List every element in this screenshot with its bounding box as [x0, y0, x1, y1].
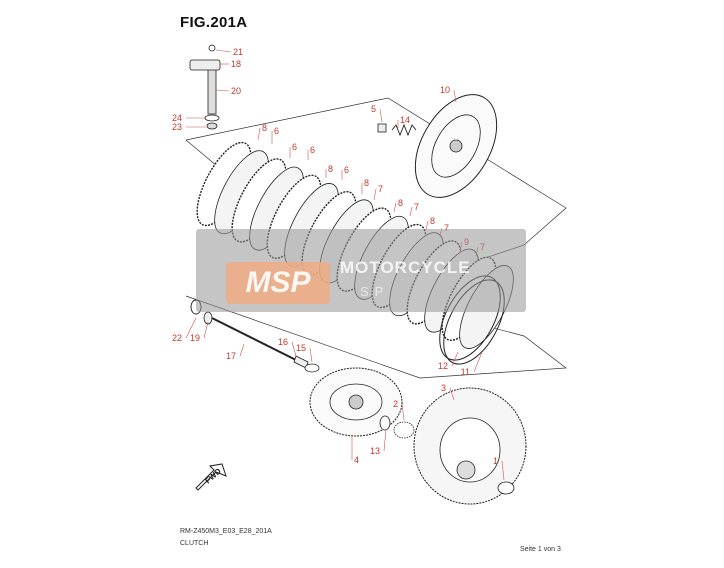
callout-leader: [449, 387, 455, 401]
callout-leader: [309, 347, 313, 363]
callout-number: 23: [172, 122, 182, 132]
callout-number: 10: [440, 85, 450, 95]
callout-number: 7: [414, 202, 419, 212]
lower-shaft-group: [190, 299, 320, 373]
callout-number: 24: [172, 113, 182, 123]
callout-number: 21: [233, 47, 243, 57]
callout-number: 5: [371, 104, 376, 114]
callout-number: 22: [172, 333, 182, 343]
callout-number: 8: [364, 178, 369, 188]
callout-number: 6: [274, 126, 279, 136]
figure-title: FIG.201A: [180, 14, 248, 31]
callout-number: 3: [441, 383, 446, 393]
pin-part: [208, 44, 216, 52]
shift-arm-group: [189, 44, 221, 130]
callout-number: 8: [398, 198, 403, 208]
figure-code: RM-Z450M3_E03_E28_201A: [180, 528, 272, 535]
callout-number: 17: [226, 351, 236, 361]
watermark-logo: MSP: [226, 262, 330, 304]
ring-part: [206, 122, 218, 130]
callout-leader: [239, 343, 245, 357]
callout-number: 12: [438, 361, 448, 371]
callout-leader: [501, 460, 505, 481]
figure-caption: CLUTCH: [180, 540, 209, 547]
callout-leader: [379, 108, 383, 123]
callout-number: 18: [231, 59, 241, 69]
callout-leader: [373, 188, 377, 201]
watermark-text: MOTORCYCLE: [340, 258, 471, 277]
callout-number: 14: [400, 115, 410, 125]
callout-leader: [393, 202, 397, 213]
callout-leader: [473, 351, 483, 373]
callout-number: 7: [444, 223, 449, 233]
callout-leader: [383, 429, 387, 452]
callout-number: 16: [278, 337, 288, 347]
callout-number: 2: [393, 399, 398, 409]
callout-number: 15: [296, 343, 306, 353]
washer-part: [204, 114, 220, 122]
fwd-arrow: FWD: [195, 463, 227, 491]
callout-leader: [401, 403, 405, 421]
callout-number: 19: [190, 333, 200, 343]
needle-bearing: [379, 415, 415, 439]
pressure-plate: [414, 94, 498, 198]
callout-leader: [409, 206, 413, 217]
callout-number: 7: [378, 184, 383, 194]
callout-leader: [203, 321, 209, 339]
arm-part: [189, 59, 221, 71]
callout-leader: [215, 89, 230, 92]
callout-leader: [453, 89, 457, 103]
push-rod-part: [207, 63, 217, 115]
spring-and-bolt: [377, 123, 417, 137]
callout-leader: [425, 220, 429, 231]
callout-leader: [291, 341, 297, 357]
callout-leader: [185, 317, 197, 339]
clutch-housing: [413, 387, 527, 505]
callout-leader: [451, 351, 459, 367]
callout-number: 8: [328, 164, 333, 174]
callout-number: 8: [262, 123, 267, 133]
page-number: Seite 1 von 3: [520, 546, 561, 553]
clutch-hub: [309, 367, 403, 437]
callout-layer: 2118202423105148666868787879722191716151…: [172, 47, 505, 481]
callout-leader: [215, 49, 232, 53]
callout-number: 6: [292, 142, 297, 152]
watermark-subtext: SP: [360, 284, 390, 299]
collar-part: [497, 481, 515, 495]
callout-number: 20: [231, 86, 241, 96]
callout-number: 1: [493, 456, 498, 466]
callout-number: 6: [310, 145, 315, 155]
callout-number: 13: [370, 446, 380, 456]
callout-number: 11: [461, 367, 470, 377]
callout-leader: [257, 127, 261, 141]
callout-number: 8: [430, 216, 435, 226]
callout-number: 6: [344, 165, 349, 175]
callout-number: 4: [354, 455, 359, 465]
